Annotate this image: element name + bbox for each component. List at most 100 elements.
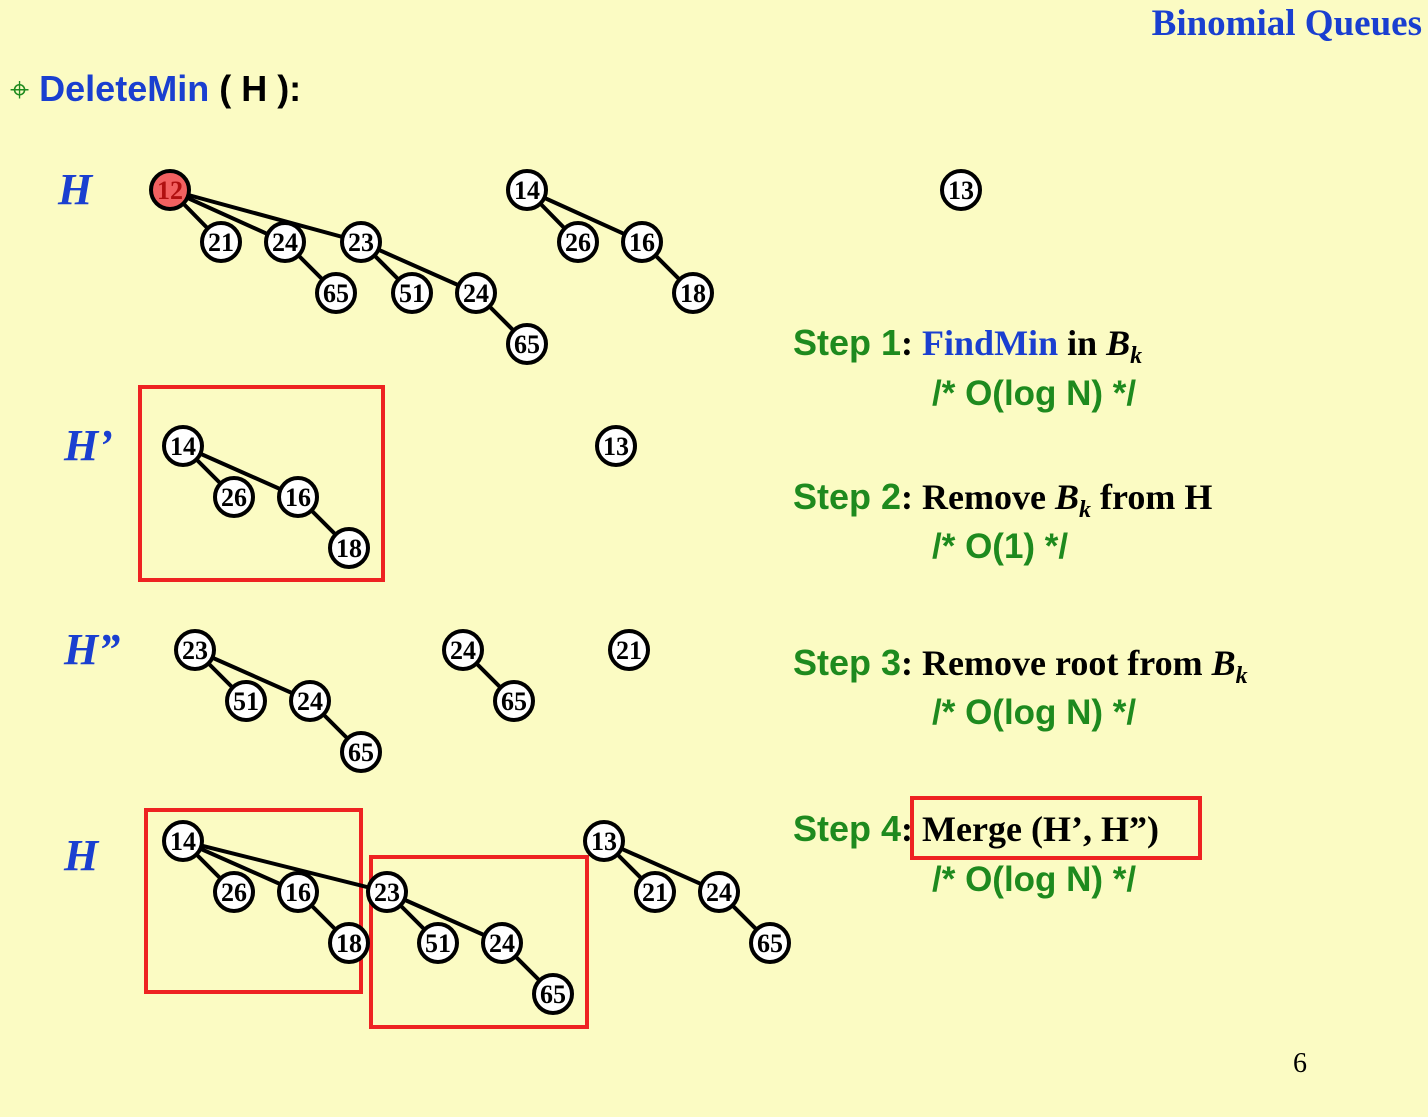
tree-node: 13 bbox=[595, 425, 637, 467]
step-2-complexity: /* O(1) */ bbox=[932, 527, 1069, 566]
node-circle bbox=[595, 425, 637, 467]
tree-node: 24 bbox=[698, 871, 740, 913]
tree-node: 12 bbox=[149, 169, 191, 211]
node-key: 65 bbox=[323, 279, 349, 308]
node-key: 14 bbox=[170, 827, 196, 856]
min-node-circle bbox=[149, 169, 191, 211]
node-circle bbox=[264, 221, 306, 263]
node-circle bbox=[634, 871, 676, 913]
node-key: 16 bbox=[285, 483, 311, 512]
tree-highlight-box-1 bbox=[138, 385, 385, 582]
node-key: 26 bbox=[221, 483, 247, 512]
tree-edge bbox=[169, 188, 286, 244]
tree-node: 13 bbox=[583, 820, 625, 862]
node-key: 24 bbox=[706, 878, 732, 907]
node-circle bbox=[442, 629, 484, 671]
tree-node: 18 bbox=[328, 922, 370, 964]
node-key: 65 bbox=[540, 980, 566, 1009]
tree-node: 21 bbox=[200, 221, 242, 263]
node-circle bbox=[493, 680, 535, 722]
node-circle bbox=[315, 272, 357, 314]
label-h-result: H bbox=[64, 831, 99, 880]
node-key: 51 bbox=[399, 279, 425, 308]
merge-text: Merge (H’, H”) bbox=[922, 809, 1159, 849]
tree-node: 14 bbox=[506, 169, 548, 211]
tree-node: 65 bbox=[493, 680, 535, 722]
node-key: 13 bbox=[948, 176, 974, 205]
tree-node: 65 bbox=[315, 272, 357, 314]
node-circle bbox=[417, 922, 459, 964]
node-key: 23 bbox=[182, 636, 208, 665]
node-circle bbox=[940, 169, 982, 211]
node-circle bbox=[366, 871, 408, 913]
node-key: 65 bbox=[348, 738, 374, 767]
tree-node: 18 bbox=[328, 527, 370, 569]
node-key: 18 bbox=[336, 534, 362, 563]
node-key: 14 bbox=[514, 176, 540, 205]
tree-node: 14 bbox=[162, 820, 204, 862]
tree-node: 21 bbox=[634, 871, 676, 913]
tree-highlight-box-3 bbox=[369, 855, 589, 1029]
node-key: 12 bbox=[157, 176, 183, 205]
delete-min-name: DeleteMin bbox=[39, 68, 210, 109]
tree-node: 51 bbox=[225, 680, 267, 722]
node-circle bbox=[289, 680, 331, 722]
tree-edge bbox=[182, 839, 388, 894]
node-circle bbox=[277, 476, 319, 518]
node-key: 18 bbox=[680, 279, 706, 308]
node-key: 13 bbox=[603, 432, 629, 461]
tree-node: 16 bbox=[277, 476, 319, 518]
label-h-prime: H’ bbox=[64, 421, 113, 470]
node-key: 13 bbox=[591, 827, 617, 856]
node-circle bbox=[328, 527, 370, 569]
node-circle bbox=[213, 871, 255, 913]
node-circle bbox=[162, 820, 204, 862]
tree-node: 18 bbox=[672, 272, 714, 314]
delete-min-args: ( H ): bbox=[209, 68, 302, 109]
node-key: 51 bbox=[233, 687, 259, 716]
tree-node: 23 bbox=[366, 871, 408, 913]
node-key: 65 bbox=[514, 330, 540, 359]
node-key: 21 bbox=[616, 636, 642, 665]
operation-heading: ⌖DeleteMin ( H ): bbox=[10, 68, 301, 110]
node-key: 24 bbox=[489, 929, 515, 958]
node-key: 23 bbox=[348, 228, 374, 257]
node-circle bbox=[225, 680, 267, 722]
find-min-name: FindMin bbox=[922, 323, 1059, 363]
step-1-complexity: /* O(log N) */ bbox=[932, 374, 1137, 413]
node-circle bbox=[162, 425, 204, 467]
step-4-complexity: /* O(log N) */ bbox=[932, 860, 1137, 899]
tree-edge bbox=[169, 188, 362, 244]
tree-node: 23 bbox=[340, 221, 382, 263]
node-key: 16 bbox=[629, 228, 655, 257]
tree-node: 26 bbox=[213, 871, 255, 913]
tree-node: 65 bbox=[749, 922, 791, 964]
node-circle bbox=[455, 272, 497, 314]
node-key: 24 bbox=[450, 636, 476, 665]
node-circle bbox=[200, 221, 242, 263]
node-key: 24 bbox=[463, 279, 489, 308]
node-circle bbox=[174, 629, 216, 671]
tree-node: 24 bbox=[442, 629, 484, 671]
node-circle bbox=[583, 820, 625, 862]
step-1: Step 1: FindMin in Bk bbox=[793, 322, 1143, 370]
node-circle bbox=[340, 221, 382, 263]
tree-node: 21 bbox=[608, 629, 650, 671]
node-key: 24 bbox=[297, 687, 323, 716]
tree-node: 24 bbox=[455, 272, 497, 314]
node-circle bbox=[340, 731, 382, 773]
step-3-complexity: /* O(log N) */ bbox=[932, 693, 1137, 732]
node-circle bbox=[557, 221, 599, 263]
node-circle bbox=[621, 221, 663, 263]
node-circle bbox=[698, 871, 740, 913]
tree-node: 65 bbox=[532, 973, 574, 1015]
node-circle bbox=[213, 476, 255, 518]
slide-title: Binomial Queues bbox=[1151, 3, 1422, 44]
tree-node: 51 bbox=[391, 272, 433, 314]
node-key: 21 bbox=[208, 228, 234, 257]
tree-nodes: 12 21 24 65 23 51 24 65 14 26 16 18 13 14 26 16 18 13 23 51… bbox=[149, 169, 982, 1015]
tree-node: 24 bbox=[264, 221, 306, 263]
node-circle bbox=[391, 272, 433, 314]
node-key: 21 bbox=[642, 878, 668, 907]
